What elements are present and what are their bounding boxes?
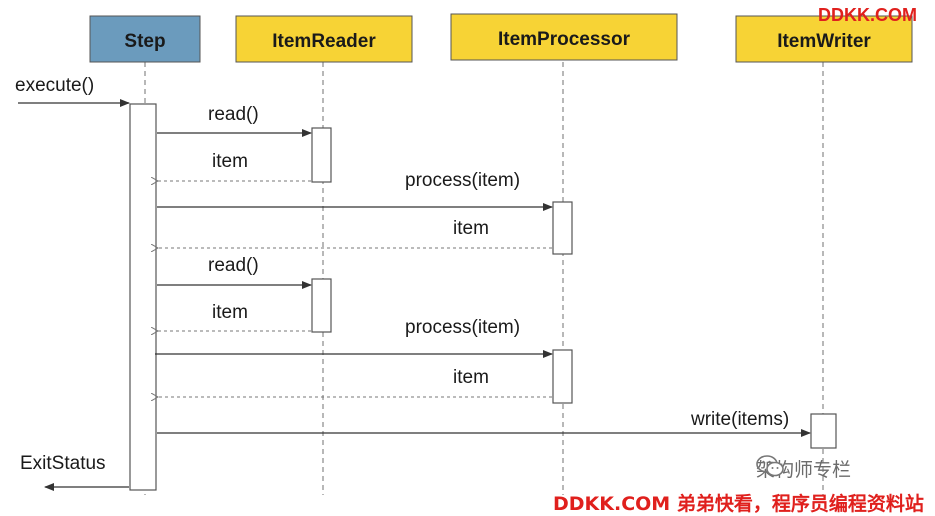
participant-processor-label: ItemProcessor — [498, 29, 631, 50]
activation-reader-1 — [311, 127, 332, 183]
message-process-1-label: process(item) — [405, 170, 520, 191]
participant-reader: ItemReader — [235, 15, 413, 63]
participant-step-label: Step — [124, 31, 165, 52]
activation-processor-1 — [552, 201, 573, 255]
message-write-label: write(items) — [690, 409, 789, 430]
message-read-2-label: read() — [208, 255, 259, 276]
watermark-bottom: DDKK.COM 弟弟快看，程序员编程资料站 — [553, 493, 924, 515]
message-item-4-label: item — [453, 367, 489, 388]
participant-writer: ItemWriter — [735, 15, 913, 63]
watermark-wechat: 架构师专栏 — [756, 455, 851, 482]
message-item-2-label: item — [453, 218, 489, 239]
participant-step: Step — [89, 15, 201, 63]
participant-writer-label: ItemWriter — [777, 31, 871, 52]
activation-reader-2 — [311, 278, 332, 333]
watermark-top: DDKK.COM — [818, 5, 917, 25]
wechat-icon — [756, 455, 784, 477]
activation-processor-2 — [552, 349, 573, 404]
message-read-1-label: read() — [208, 104, 259, 125]
message-process-2-label: process(item) — [405, 317, 520, 338]
participant-reader-label: ItemReader — [272, 31, 376, 52]
message-execute-label: execute() — [15, 75, 94, 96]
participant-processor: ItemProcessor — [450, 13, 678, 61]
message-item-1-label: item — [212, 151, 248, 172]
activation-writer — [810, 413, 837, 449]
activation-step — [129, 103, 157, 491]
message-exitstatus-label: ExitStatus — [20, 453, 106, 474]
message-item-3-label: item — [212, 302, 248, 323]
